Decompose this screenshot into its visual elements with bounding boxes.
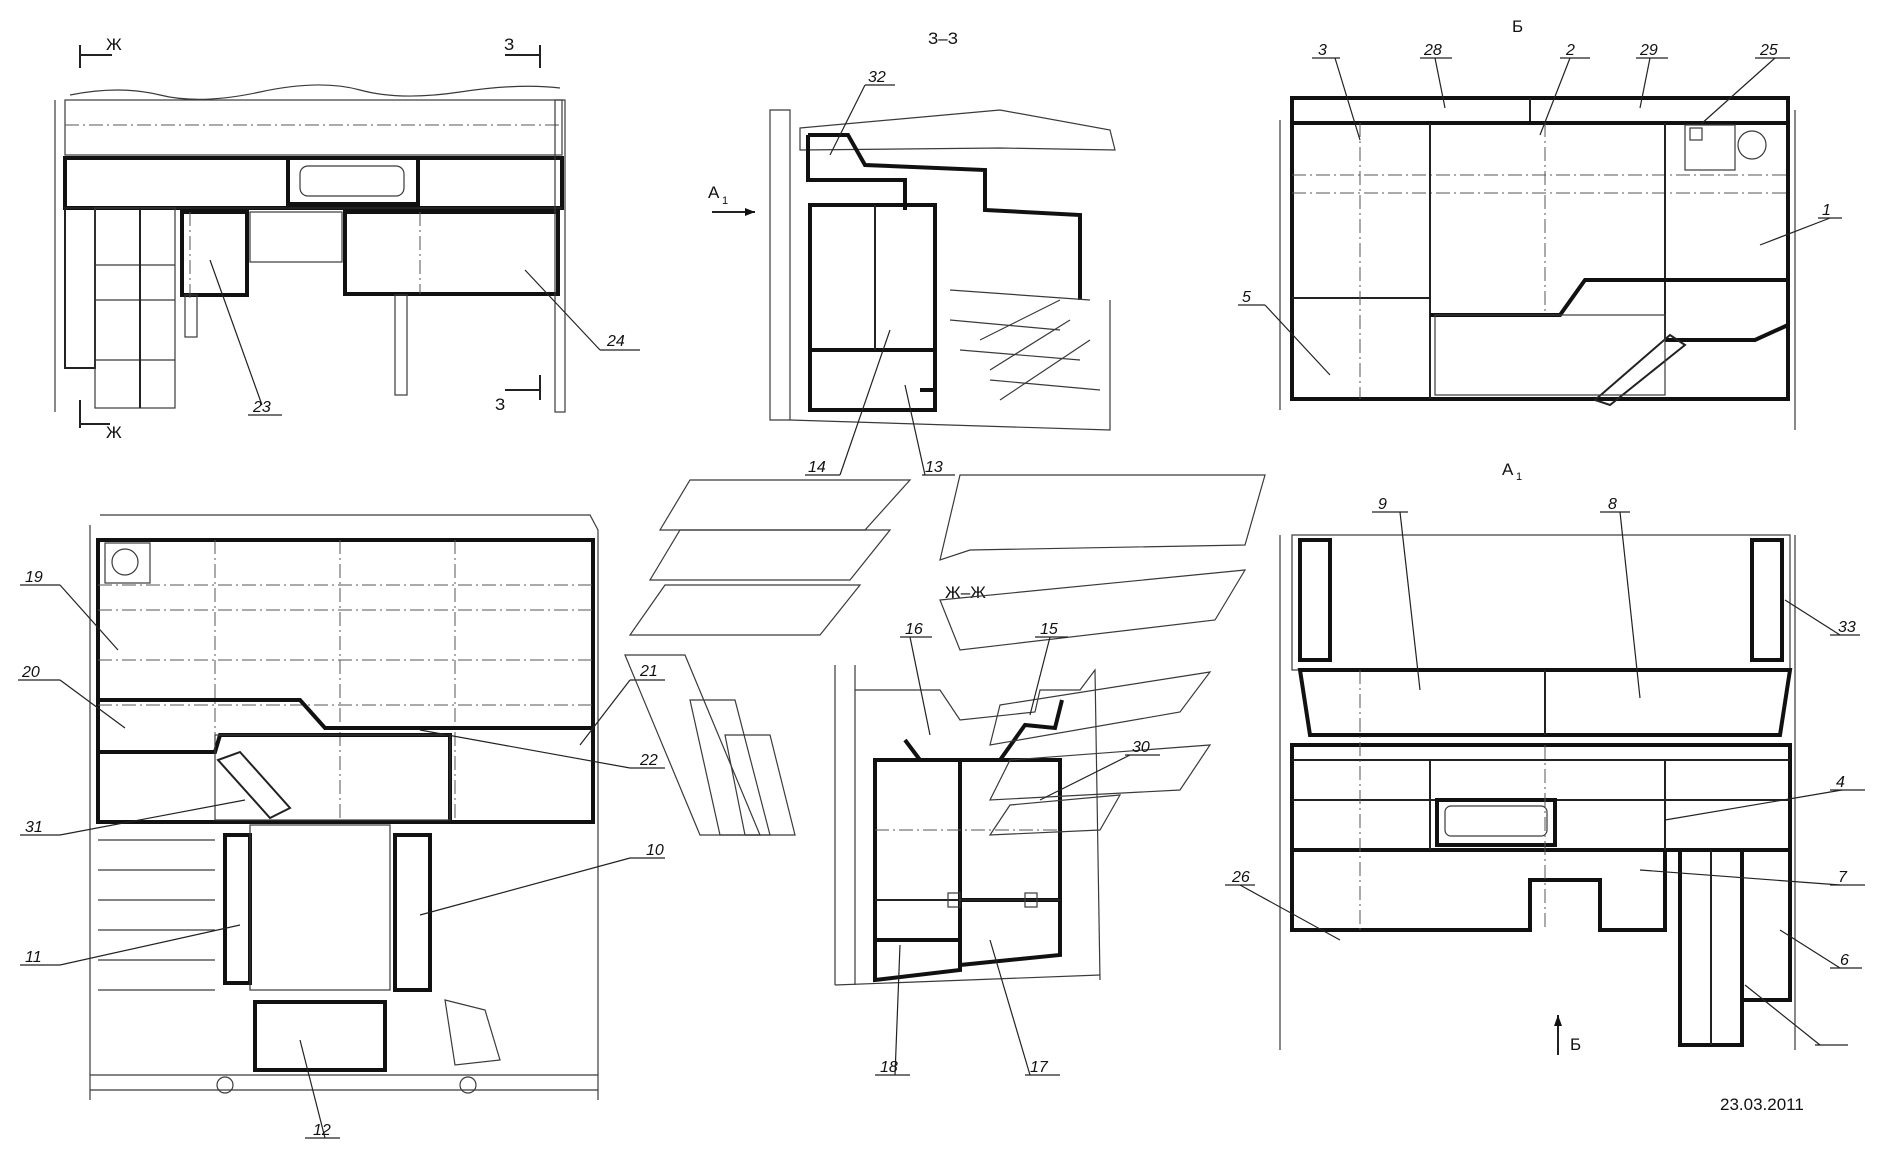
view-section-z-z: З–З A 1 32 14 13 [708,29,1116,476]
callout-25: 25 [1759,42,1778,59]
callout-1: 1 [1822,202,1831,219]
view-arrow-a1-label: A [708,183,720,202]
callout-5: 5 [1242,289,1251,306]
section-marker-zh-top: Ж [106,35,122,54]
callout-22: 22 [639,752,658,769]
view-arrow-b-label: Б [1570,1035,1581,1054]
callout-15: 15 [1040,621,1058,638]
callout-11: 11 [25,949,42,966]
callout-18: 18 [880,1059,898,1076]
section-title-zh-zh: Ж–Ж [945,583,986,602]
callout-12: 12 [313,1122,331,1139]
callout-29: 29 [1639,42,1658,59]
callout-8: 33 [1838,619,1856,636]
view-arrow-a1-subscript: 1 [722,195,728,207]
view-a1: A 1 Б 9 8 33 4 [1225,460,1865,1055]
callout-20: 20 [21,664,40,681]
section-marker-z-bottom: З [495,395,505,414]
section-marker-z-top: З [504,35,514,54]
callout-17: 17 [1030,1059,1049,1076]
callout-21: 21 [639,663,658,680]
callout-3: 3 [1318,42,1327,59]
callout-24: 24 [606,333,625,350]
view-section-zh-zh: Ж–Ж 16 15 30 1 [624,474,1266,1076]
view-title-a1: A [1502,460,1514,479]
callout-26: 7 [1838,869,1848,886]
callout-31: 31 [25,819,43,836]
callout-4: 26 [1231,869,1250,886]
view-top-left: Ж З Ж З 23 24 [54,35,640,442]
callout-13: 13 [925,459,943,476]
callout-2: 2 [1565,42,1575,59]
callout-16: 16 [905,621,923,638]
callout-9: 8 [1608,496,1617,513]
callout-10: 10 [646,842,664,859]
callout-32: 32 [868,69,886,86]
callout-14: 14 [808,459,826,476]
view-title-a1-subscript: 1 [1516,471,1522,483]
section-title-z-z: З–З [928,29,958,48]
view-bottom-left: 19 20 21 22 31 10 11 12 [18,514,665,1139]
callout-28: 28 [1423,42,1442,59]
callout-23: 23 [252,399,271,416]
section-marker-zh-bottom: Ж [106,423,122,442]
callout-27: 9 [1378,496,1387,513]
callout-33: 4 [1836,774,1845,791]
drawing-date: 23.03.2011 [1720,1095,1804,1114]
callout-7: 6 [1840,952,1849,969]
view-b: Б 3 28 2 29 25 1 [1238,17,1842,430]
callout-30: 30 [1132,739,1150,756]
callout-19: 19 [25,569,43,586]
view-title-b: Б [1512,17,1523,36]
